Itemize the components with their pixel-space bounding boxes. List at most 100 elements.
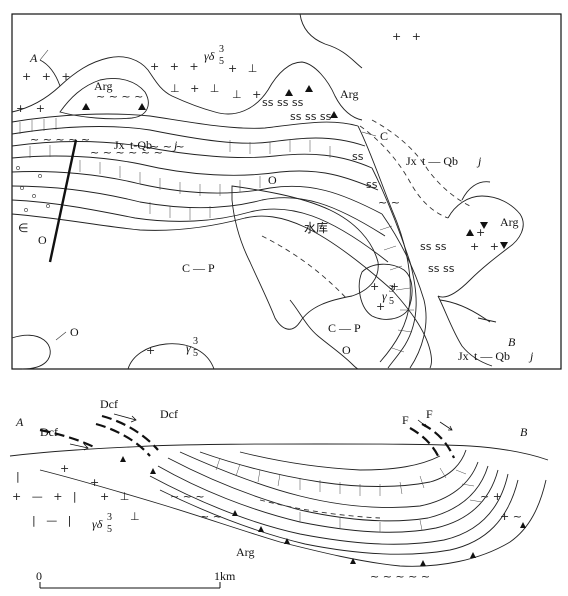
svg-text:j: j [476,154,482,168]
svg-text:~ ~ ~ ~ ~: ~ ~ ~ ~ ~ [370,570,430,583]
svg-text:~ ~ ~ ~ ~: ~ ~ ~ ~ ~ [30,133,90,146]
map-jx-qb-west-label: Jx t-Qb j [114,138,178,152]
svg-text:|: | [16,470,20,483]
belt-line-7 [11,199,389,263]
dashed-contact-east-1 [359,125,449,219]
reservoir-outline [231,185,379,330]
svg-text:Jx: Jx [114,138,125,152]
schist-texture: ~ ~ ~ ~ ~ ~ ~ ~ ~ ~ ~ ~ ~ ~ ~ ~ ~ ~ ss s… [30,90,455,275]
belt-line-8 [11,213,393,291]
svg-text:⊥ +: ⊥ + [232,88,261,101]
svg-text:t — Qb: t — Qb [422,154,458,168]
arg-contact-north [11,56,363,121]
svg-text:+: + [146,344,155,357]
section-granite-texture: | + + + — + | + ⊥ | — | ⊥ [12,462,140,527]
map-o-west: O [38,233,47,247]
map-cambrian: ∈ [18,221,28,235]
map-arg-center: Arg [340,87,358,101]
svg-text:ss: ss [352,150,364,163]
se-brick-line [439,299,491,323]
fold-layer-2 [167,457,489,522]
svg-text:+ ⊥: + ⊥ [228,62,257,75]
belt-line-2 [11,126,366,147]
section-f-right: F [426,407,433,421]
section-point-b: B [520,425,528,439]
fold-layer-5 [159,479,519,555]
svg-text:Jx: Jx [406,154,417,168]
map-point-a: A [29,51,38,65]
svg-text:j: j [528,349,534,363]
o-sw-body [11,334,51,370]
se-fault-tick [477,317,497,323]
svg-text:⊥ + ⊥: ⊥ + ⊥ [170,82,219,95]
svg-text:t-Qb: t-Qb [130,138,152,152]
svg-text:j: j [172,138,178,152]
fault-dcf-mid-2 [95,422,151,457]
svg-text:5: 5 [107,524,112,535]
section-triangles [120,456,526,566]
map-cp-west: C — P [182,261,215,275]
svg-text:ss ss ss: ss ss ss [262,96,304,109]
fault-dcf-left [39,428,97,449]
svg-text:ss ss ss: ss ss ss [290,110,332,123]
svg-text:ss ss: ss ss [420,240,447,253]
east-limb-2 [371,167,417,369]
fold-dashed [259,499,381,519]
section-schist-texture: ~ ~ ~ ~ ~ ~ ~ ~ ~ ~ ~ + + ~ [170,490,522,583]
svg-text:~ +: ~ + [480,490,502,503]
fault-west [48,139,78,263]
svg-text:~ ~: ~ ~ [378,196,400,209]
map-granite-north-label: γδ 3 5 [204,44,224,67]
map-reservoir: 水库 [304,220,328,235]
fold-layer-4 [149,473,509,545]
map-o-sw: O [70,325,79,339]
section-f-left: F [402,413,409,427]
svg-text:+ — + |: + — + | [12,490,77,503]
fold-layer-1 [179,451,479,508]
svg-text:5: 5 [219,56,224,67]
svg-text:+ + +: + + + [22,70,71,83]
svg-text:ss: ss [366,178,378,191]
svg-text:⊥: ⊥ [130,510,140,523]
svg-text:| — |: | — | [32,514,71,527]
granite-texture-north: + + + + + + + + ⊥ + ⊥ + ⊥ ⊥ + + + [16,30,421,115]
contact-a [39,59,61,87]
movement-arrows [69,413,453,451]
svg-text:~ ~ ~ ~: ~ ~ ~ ~ [96,90,143,103]
conglomerate-texture [16,166,50,212]
svg-text:+ +: + + [470,240,499,253]
scale-end-label: 1km [214,569,236,583]
granite-body-south [127,343,215,370]
arg-triangles [82,85,508,249]
o-sw-leader [55,331,67,341]
fold-layer-core [239,451,441,471]
svg-text:+ ~: + ~ [500,510,522,523]
svg-text:ss ss: ss ss [428,262,455,275]
svg-text:+ +: + + [370,280,399,293]
svg-text:3: 3 [107,512,112,523]
svg-text:3: 3 [389,284,394,295]
arg-east-body [437,195,524,298]
svg-text:γ: γ [382,289,387,303]
map-arg-west: Arg [94,79,112,93]
scale-bar: 0 1km [36,569,236,589]
svg-text:Jx: Jx [458,349,469,363]
svg-text:~ ~ ~ ~ ~ ~: ~ ~ ~ ~ ~ ~ [90,146,163,159]
map-o-center: O [268,173,277,187]
dashed-contact-east-2 [371,119,471,207]
map-arg-east: Arg [500,215,518,229]
reservoir-dashed-line [261,235,349,301]
svg-text:~ ~ ~: ~ ~ ~ [150,140,185,153]
belt-line-5 [11,171,383,215]
fold-hatching [215,457,483,532]
cp-south-contact [289,299,359,370]
leader-c [361,131,377,137]
map-c-label: C [380,129,388,143]
svg-text:γδ: γδ [92,517,103,531]
map-panel: ~ ~ ~ ~ ~ ~ ~ ~ ~ ~ ~ ~ ~ ~ ~ ~ ~ ~ ss s… [11,13,562,370]
svg-text:3: 3 [193,336,198,347]
svg-text:+ + +: + + + [150,60,199,73]
svg-text:+ ⊥: + ⊥ [100,490,129,503]
